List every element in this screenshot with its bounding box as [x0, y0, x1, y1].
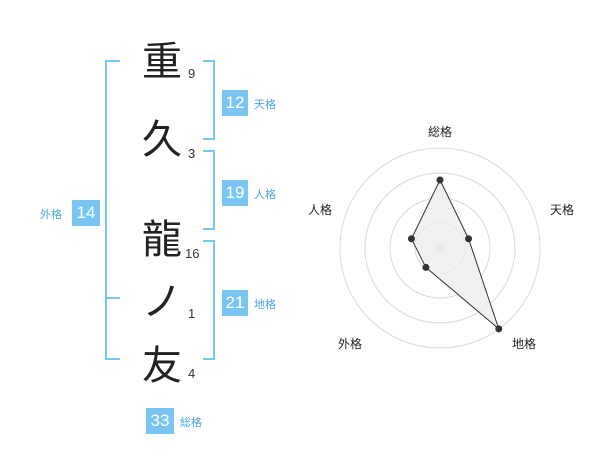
stroke-count-4: 1 — [188, 306, 196, 321]
soukaku-label: 総格 — [180, 416, 202, 429]
tenkaku-value: 12 — [222, 90, 248, 116]
jinkaku-label: 人格 — [254, 188, 276, 201]
stroke-count-5: 4 — [188, 366, 196, 381]
radar-polygon — [410, 178, 500, 331]
gaikaku-label: 外格 — [40, 208, 62, 221]
radar-point-4 — [422, 263, 430, 271]
radar-ring — [339, 147, 541, 349]
radar-label-gaikaku: 外格 — [338, 337, 363, 351]
radar-label-soukaku: 総格 — [428, 125, 453, 139]
radar-ring — [364, 172, 516, 324]
chikaku-label: 地格 — [254, 298, 276, 311]
stroke-count-2: 3 — [188, 146, 196, 161]
radar-label-tenkaku: 天格 — [550, 203, 575, 217]
radar-point-3 — [495, 325, 503, 333]
tenkaku-label: 天格 — [254, 98, 276, 111]
radar-label-jinkaku: 人格 — [308, 203, 333, 217]
radar-point-2 — [465, 235, 473, 243]
stroke-count-1: 9 — [188, 66, 196, 81]
jinkaku-value: 19 — [222, 180, 248, 206]
kanji-char-5: 友 — [142, 343, 182, 389]
radar-point-1 — [436, 176, 444, 184]
kanji-char-3: 龍 — [142, 217, 182, 263]
gaikaku-value: 14 — [72, 200, 100, 226]
soukaku-value: 33 — [146, 408, 174, 434]
chikaku-value: 21 — [222, 290, 248, 316]
radar-polygon-shape — [410, 178, 500, 331]
kanji-char-4: ノ — [142, 279, 182, 325]
kanji-char-1: 重 — [142, 39, 182, 85]
radar-label-chikaku: 地格 — [512, 337, 537, 351]
kanji-char-2: 久 — [142, 117, 182, 163]
radar-point-5 — [407, 235, 415, 243]
radar-points — [407, 176, 503, 333]
stroke-count-3: 16 — [185, 246, 200, 261]
